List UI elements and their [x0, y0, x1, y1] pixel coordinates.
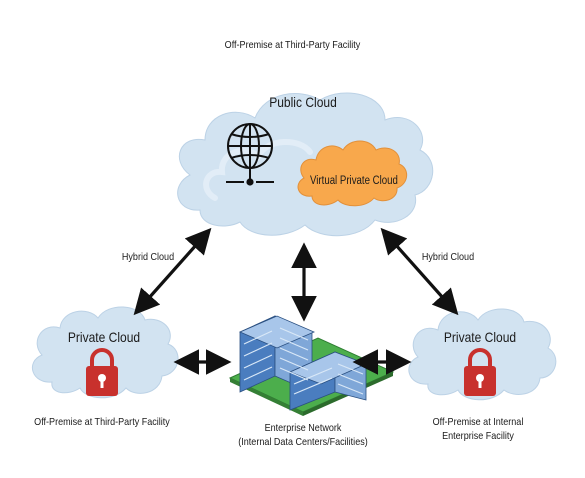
- enterprise-network-sublabel: (Internal Data Centers/Facilities): [238, 436, 368, 448]
- private-cloud-right-title: Private Cloud: [443, 329, 517, 345]
- lock-icon: [464, 348, 496, 396]
- arrow-left-private-to-public: [133, 227, 212, 316]
- hybrid-cloud-right-label: Hybrid Cloud: [421, 251, 475, 263]
- connector-arrows: [133, 227, 459, 375]
- private-right-caption-line1: Off-Premise at Internal: [432, 416, 524, 428]
- hybrid-cloud-left-label: Hybrid Cloud: [121, 251, 175, 263]
- private-left-caption: Off-Premise at Third-Party Facility: [34, 416, 170, 428]
- virtual-private-cloud: [297, 140, 408, 207]
- building-icon: [228, 315, 395, 416]
- public-cloud-title: Public Cloud: [269, 94, 337, 110]
- virtual-private-cloud-title: Virtual Private Cloud: [310, 175, 398, 187]
- top-location-label: Off-Premise at Third-Party Facility: [224, 39, 361, 51]
- enterprise-network-label: Enterprise Network: [264, 422, 342, 434]
- arrow-right-private-to-public: [380, 227, 459, 316]
- lock-icon: [86, 348, 118, 396]
- private-cloud-left-title: Private Cloud: [67, 329, 141, 345]
- globe-icon: [226, 123, 274, 186]
- private-cloud-right-shape: [408, 308, 557, 401]
- private-right-caption-line2: Enterprise Facility: [442, 430, 514, 442]
